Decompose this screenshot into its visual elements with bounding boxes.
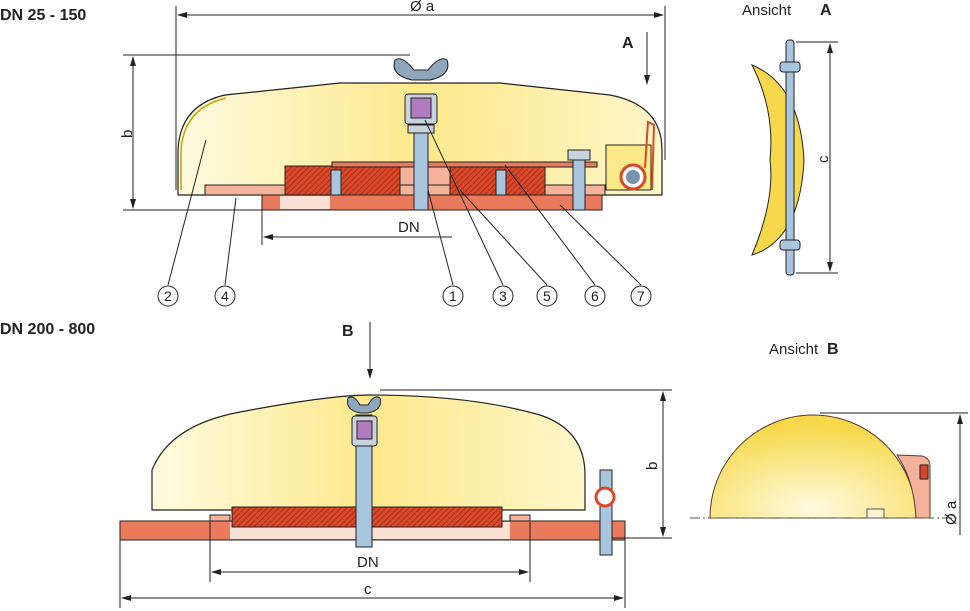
view-a-prefix: Ansicht [742, 2, 792, 19]
callout-7: 7 [630, 285, 652, 307]
svg-text:7: 7 [637, 288, 645, 304]
dim-label-a: Ø a [410, 0, 435, 15]
dim-label-c-bottom: c [364, 581, 372, 598]
view-b-prefix: Ansicht [769, 341, 819, 358]
callout-1: 1 [442, 285, 464, 307]
dim-label-b-bottom: b [644, 462, 661, 470]
hinge-top [567, 120, 656, 211]
view-b-arrow: B [342, 322, 373, 379]
dimension-diameter-a: Ø a [175, 0, 666, 190]
dimension-dn-bottom: DN [209, 522, 531, 582]
view-b-letter: B [827, 341, 839, 358]
dim-label-a-view-b: Ø a [943, 500, 960, 525]
svg-text:1: 1 [449, 288, 457, 304]
section-title-bottom: DN 200 - 800 [0, 321, 95, 338]
dim-label-dn-bottom: DN [357, 554, 379, 571]
svg-text:6: 6 [591, 288, 599, 304]
svg-text:5: 5 [543, 288, 551, 304]
callout-5: 5 [536, 285, 558, 307]
flange-assembly-bottom [119, 396, 626, 556]
bolt-top [393, 58, 449, 211]
wing-nut-bottom-icon [347, 396, 381, 414]
flange-assembly-top [204, 161, 606, 211]
dim-label-c-view-a: c [815, 155, 832, 163]
callout-2: 2 [157, 285, 179, 307]
svg-text:2: 2 [164, 288, 172, 304]
callout-4: 4 [214, 285, 236, 307]
view-b-drawing: Ø a [690, 412, 968, 535]
dim-label-dn-top: DN [398, 219, 420, 236]
dimension-c-bottom: c [119, 540, 626, 608]
wing-nut-icon [393, 58, 449, 81]
dim-label-b-top: b [119, 130, 136, 138]
section-title-top: DN 25 - 150 [0, 7, 86, 24]
callout-6: 6 [584, 285, 606, 307]
view-a-drawing: c [750, 39, 838, 276]
view-marker-b: B [342, 323, 354, 340]
dimension-dn-top: DN [261, 196, 452, 245]
view-a-letter: A [820, 2, 832, 19]
callout-3: 3 [492, 285, 514, 307]
view-marker-a: A [622, 35, 634, 52]
svg-text:3: 3 [499, 288, 507, 304]
svg-text:4: 4 [221, 288, 229, 304]
dimension-b-bottom: b [380, 389, 672, 539]
view-a-arrow: A [622, 32, 650, 85]
callouts: 2 4 1 3 5 6 7 [157, 119, 652, 307]
